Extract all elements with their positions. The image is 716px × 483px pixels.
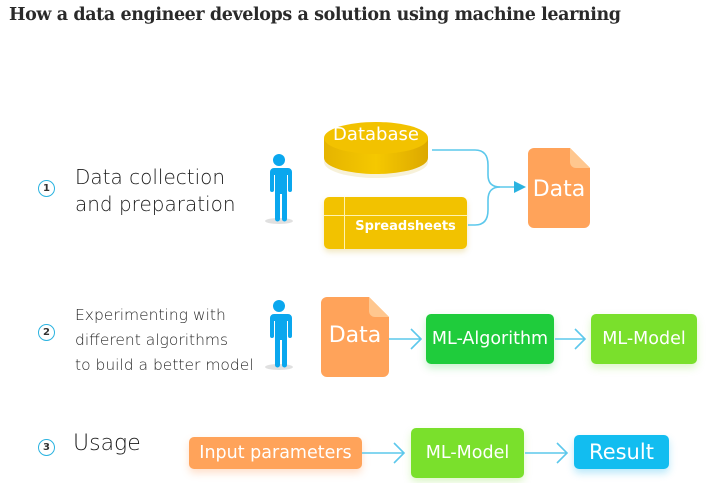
database-label: Database <box>333 124 419 145</box>
step-2-label-line-1: Experimenting with <box>75 306 226 324</box>
data-document-icon <box>321 297 389 377</box>
step-2-label-line-3: to build a better model <box>75 356 254 374</box>
ml-model-box: ML-Model <box>411 428 524 478</box>
database-icon <box>324 122 428 178</box>
input-parameters-box: Input parameters <box>189 437 362 469</box>
spreadsheets-icon <box>324 197 467 249</box>
step-3-label: Usage <box>73 431 141 456</box>
step-1-label-line-1: Data collection <box>75 165 226 189</box>
step-1-number: 1 <box>38 180 55 197</box>
ml-model-box: ML-Model <box>591 314 697 364</box>
arrow-icon <box>389 328 423 350</box>
person-icon <box>265 154 293 224</box>
step-3-number: 3 <box>38 439 55 456</box>
ml-algorithm-box: ML-Algorithm <box>426 314 554 364</box>
step-2-number: 2 <box>38 324 55 341</box>
spreadsheets-label: Spreadsheets <box>355 219 456 234</box>
arrow-icon <box>525 442 569 464</box>
step-1-label-line-2: and preparation <box>75 192 236 216</box>
person-icon <box>265 300 293 370</box>
merge-arrow <box>432 149 526 226</box>
arrow-icon <box>555 328 587 350</box>
page-title: How a data engineer develops a solution … <box>9 5 621 25</box>
result-box: Result <box>574 435 669 469</box>
step-2-label-line-2: different algorithms <box>75 331 229 349</box>
arrow-icon <box>362 442 406 464</box>
step-1-label: Data collection and preparation <box>75 164 236 218</box>
data-document-icon <box>528 148 590 228</box>
step-2-label: Experimenting with different algorithms … <box>75 303 254 378</box>
data-label: Data <box>532 177 586 202</box>
data-label: Data <box>328 323 382 348</box>
